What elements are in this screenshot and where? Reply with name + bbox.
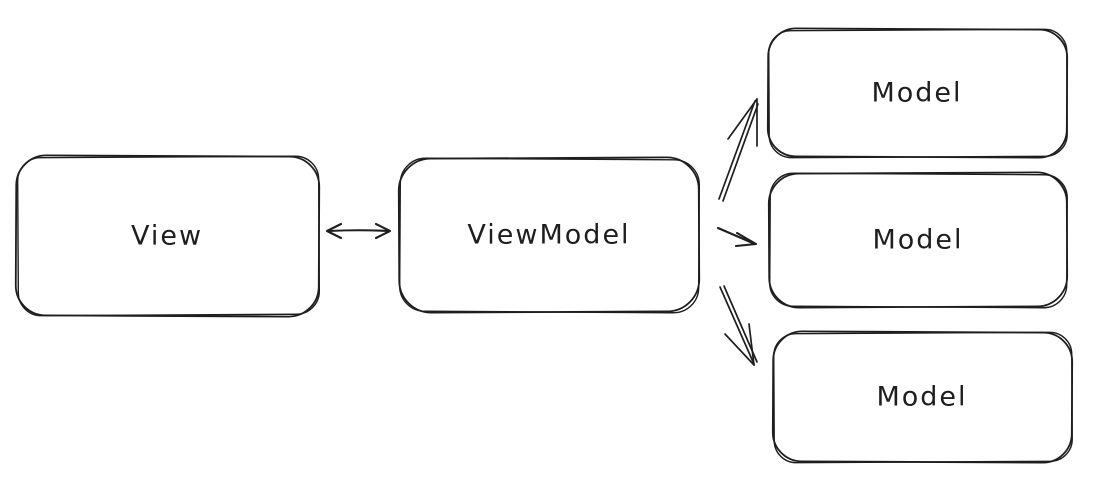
node-view-shape-sketch [16,155,321,317]
edge-viewmodel-model-1 [718,98,759,202]
node-model-2-shape-sketch [769,172,1068,309]
node-model-1-label: Model [871,78,962,109]
node-view-label: View [131,221,203,252]
edge-viewmodel-model-3-shaft [719,286,755,365]
edge-viewmodel-model-1-shaft [718,100,756,200]
node-model-3-label: Model [876,382,967,413]
arrowhead-right-icon-2 [735,231,758,246]
edge-view-viewmodel-shaft [327,229,390,233]
arrowhead-up-right-icon [727,98,758,140]
node-viewmodel-shape-sketch [398,157,701,314]
edge-viewmodel-model-3 [719,285,758,366]
edge-viewmodel-model-2-shaft [716,226,757,246]
edge-viewmodel-model-1-shaft-sketch [722,103,759,202]
node-model-1: Model [766,27,1069,159]
arrowhead-right-icon-3 [734,242,758,248]
node-model-2-label: Model [872,225,963,256]
node-view: View [14,154,321,318]
node-model-3-shape-sketch [773,331,1073,464]
node-viewmodel-label: ViewModel [467,220,630,251]
edge-viewmodel-model-2 [716,226,758,248]
arrowhead-left-icon [325,222,343,240]
node-model-1-shape-sketch [768,28,1068,159]
arrowhead-down-right-icon [724,333,755,366]
edge-view-viewmodel [325,222,392,240]
arrowhead-down-right-icon-2 [748,323,755,366]
node-model-3: Model [771,330,1074,464]
node-viewmodel: ViewModel [397,156,701,314]
node-model-2: Model [767,171,1069,309]
arrowhead-right-icon [374,222,392,240]
